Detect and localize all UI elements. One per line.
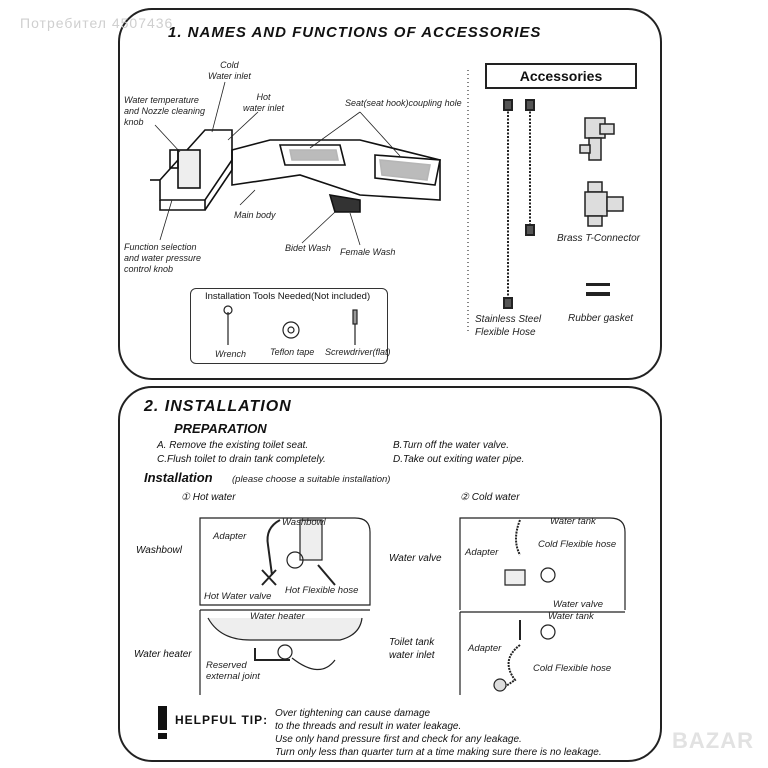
diagram-label-adapter-hot: Adapter [213,531,247,542]
diagram-label-water-tank-2: Water tank [548,611,594,622]
helpful-tip-text: Over tightening can cause damage to the … [275,707,602,759]
install-diagrams [199,517,626,695]
label-bidet-wash: Bidet Wash [285,243,331,253]
tool-screwdriver: Screwdriver(flat) [325,347,391,357]
installation-note: (please choose a suitable installation) [232,474,391,485]
tool-wrench: Wrench [215,349,247,359]
label-main-body: Main body [234,210,276,220]
diagram-label-hot-water-valve: Hot Water valve [204,591,272,602]
accessory-flexible-hose: Stainless Steel Flexible Hose [475,314,542,338]
section2-title: 2. INSTALLATION [144,398,292,415]
diagram-label-water-tank-1: Water tank [550,516,596,527]
tip-line: Over tightening can cause damage [275,708,431,719]
tools-title: Installation Tools Needed(Not included) [205,291,371,302]
diagram-label-cold-flexible-hose-2: Cold Flexible hose [533,663,612,674]
diagram-label-water-heater: Water heater [250,611,305,622]
diagram-label-washbowl: Washbowl [282,517,326,528]
section1-title: 1. NAMES AND FUNCTIONS OF ACCESSORIES [168,24,542,41]
option-hot-water: ① Hot water [181,492,236,503]
prep-step-d: D.Take out exiting water pipe. [393,454,525,465]
prep-step-a: A. Remove the existing toilet seat. [157,440,309,451]
bazar-logo: BAZAR [672,728,754,753]
tools-box [190,288,388,364]
label-female-wash: Female Wash [340,247,396,257]
row-label-toilet-tank: Toilet tank water inlet [389,637,435,661]
label-cold-water-inlet: Cold Water inlet [208,60,251,81]
label-seat-coupling-hole: Seat(seat hook)coupling hole [345,98,462,108]
installation-panel [118,386,662,762]
prep-step-c: C.Flush toilet to drain tank completely. [157,454,326,465]
option-cold-water: ② Cold water [460,492,520,503]
installation-title: Installation [144,470,213,485]
accessories-title: Accessories [485,63,637,89]
helpful-tip-title: HELPFUL TIP: [175,713,269,727]
watermark: Потребител 4507436 [20,15,174,31]
diagram-label-reserved-joint: Reserved external joint [206,660,260,682]
diagram-label-cold-flexible-hose-1: Cold Flexible hose [538,539,617,550]
row-label-water-heater: Water heater [134,649,192,660]
accessory-rubber-gasket: Rubber gasket [568,313,634,324]
row-label-washbowl: Washbowl [136,545,182,556]
tip-line: to the threads and result in water leaka… [275,721,462,732]
rubber-gasket-illustration [586,283,610,296]
diagram-label-adapter-cold-1: Adapter [465,547,499,558]
tip-line: Use only hand pressure first and check f… [275,734,522,745]
diagram-label-water-valve: Water valve [553,599,603,610]
bidet-illustration [150,129,441,213]
tool-teflon-tape: Teflon tape [270,347,315,357]
t-connector-illustration [579,117,615,161]
label-temperature-knob: Water temperature and Nozzle cleaning kn… [124,95,206,127]
diagram-label-hot-flexible-hose: Hot Flexible hose [285,585,359,596]
label-hot-water-inlet: Hot water inlet [243,92,285,113]
diagram-label-adapter-cold-2: Adapter [468,643,502,654]
accessory-brass-t-connector: Brass T-Connector [557,233,640,244]
tip-line: Turn only less than quarter turn at a ti… [275,747,602,758]
prep-step-b: B.Turn off the water valve. [393,440,509,451]
preparation-title: PREPARATION [174,421,267,436]
row-label-water-valve: Water valve [389,553,442,564]
tools-illustration [223,305,358,345]
hose-illustration [503,99,535,309]
brass-t-connector-illustration [584,181,624,227]
warning-icon [158,706,167,739]
label-function-knob: Function selection and water pressure co… [124,242,202,274]
